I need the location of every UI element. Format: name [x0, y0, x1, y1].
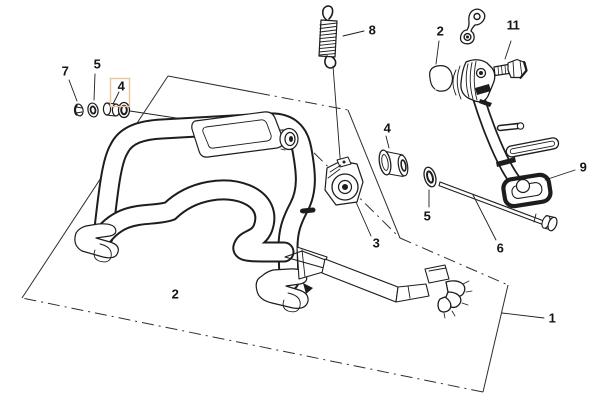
highlight-box [109, 77, 131, 108]
side-stand [452, 59, 560, 209]
washer-right [423, 166, 437, 188]
side-stand-bolt [438, 181, 558, 232]
callout-5-left: 5 [93, 56, 101, 72]
callout-9: 9 [579, 159, 587, 175]
return-spring [318, 5, 342, 171]
stand-pivot-bracket [324, 156, 364, 206]
center-stand [74, 112, 316, 313]
side-stand-pivot-bolt [493, 58, 528, 79]
leader-lines [68, 30, 576, 319]
side-stand-link [459, 8, 486, 45]
callout-1: 1 [548, 310, 556, 326]
stand-mounting-bracket [191, 111, 299, 158]
callout-7: 7 [61, 63, 69, 79]
callout-5-right: 5 [423, 208, 431, 224]
callout-4-left: 4 [117, 78, 125, 94]
bushing-right [378, 149, 409, 177]
left-pivot-hardware [73, 101, 131, 119]
callout-8: 8 [368, 22, 376, 38]
callout-2-center: 2 [171, 286, 179, 302]
callout-2-top: 2 [436, 23, 444, 39]
callout-11: 11 [506, 17, 520, 33]
stand-arm-spring-hook [284, 246, 473, 319]
rubber-stopper [429, 65, 454, 92]
callout-6: 6 [496, 240, 504, 256]
callout-4-right: 4 [383, 120, 391, 136]
callout-3: 3 [372, 235, 380, 251]
